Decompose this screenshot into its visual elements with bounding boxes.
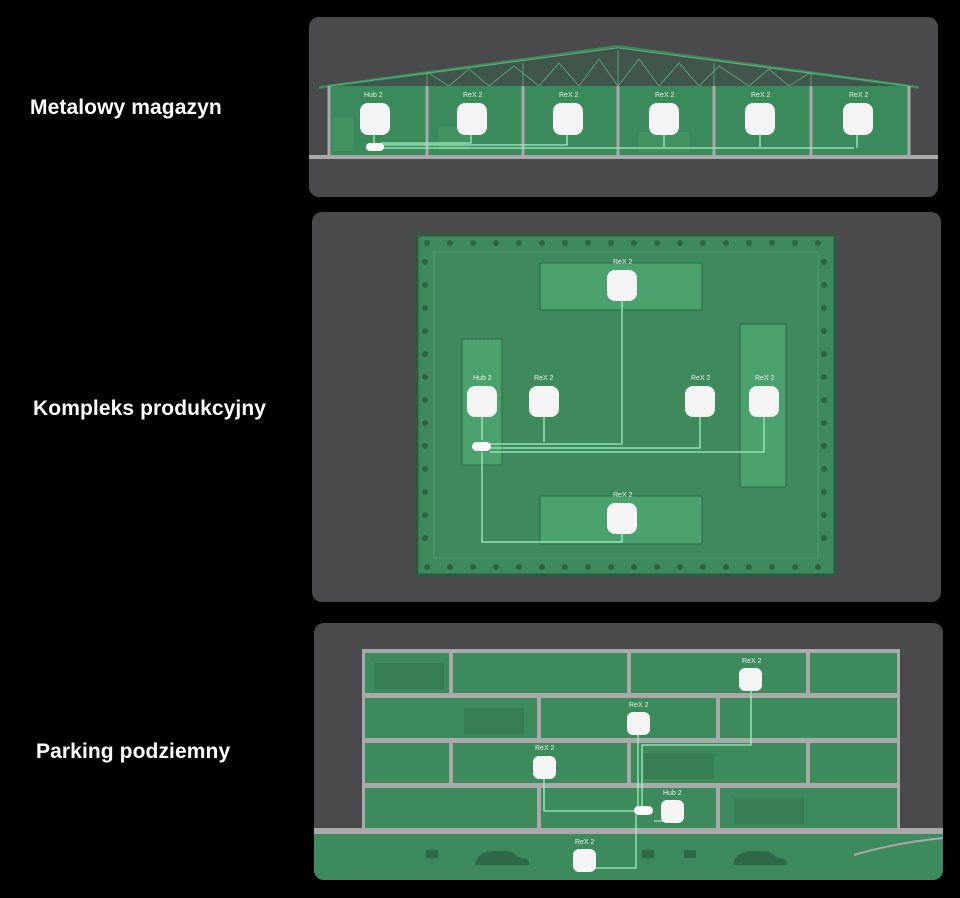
parking-structure bbox=[362, 649, 900, 831]
device-label: ReX 2 bbox=[629, 702, 649, 709]
complex-hub-module bbox=[472, 442, 491, 451]
device-label: ReX 2 bbox=[613, 259, 633, 266]
complex-device-rex-bottom: ReX 2 bbox=[607, 492, 637, 534]
device-label: ReX 2 bbox=[742, 658, 762, 665]
warehouse-device-2: ReX 2 bbox=[457, 92, 487, 135]
warehouse-device-1: Hub 2 bbox=[360, 92, 390, 135]
complex-device-rex-3: ReX 2 bbox=[685, 375, 715, 417]
parking-device-5: ReX 2 bbox=[573, 839, 596, 872]
device-label: Hub 2 bbox=[473, 375, 492, 382]
device-label: ReX 2 bbox=[559, 92, 579, 99]
device-label: ReX 2 bbox=[655, 92, 675, 99]
warehouse-floor bbox=[309, 155, 938, 159]
parking-device-1: ReX 2 bbox=[739, 658, 762, 691]
device-label: ReX 2 bbox=[535, 745, 555, 752]
device-label: ReX 2 bbox=[691, 375, 711, 382]
device-label: ReX 2 bbox=[463, 92, 483, 99]
complex-device-hub: Hub 2 bbox=[467, 375, 497, 417]
production-complex-diagram: ReX 2 Hub 2 ReX 2 ReX 2 ReX 2 ReX 2 bbox=[312, 212, 941, 602]
complex-devices: ReX 2 Hub 2 ReX 2 ReX 2 ReX 2 ReX 2 bbox=[467, 259, 779, 534]
complex-svg: ReX 2 Hub 2 ReX 2 ReX 2 ReX 2 ReX 2 bbox=[415, 233, 837, 577]
parking-svg: ReX 2 ReX 2 ReX 2 Hub 2 ReX 2 bbox=[314, 649, 943, 880]
underground-parking-diagram: ReX 2 ReX 2 ReX 2 Hub 2 ReX 2 bbox=[314, 623, 943, 880]
device-label: ReX 2 bbox=[755, 375, 775, 382]
complex-links bbox=[481, 300, 765, 543]
parking-ground bbox=[314, 828, 943, 834]
parking-hub-module bbox=[634, 806, 653, 815]
device-label: ReX 2 bbox=[751, 92, 771, 99]
complex-device-rex-2: ReX 2 bbox=[529, 375, 559, 417]
device-label: Hub 2 bbox=[364, 92, 383, 99]
complex-device-rex-4: ReX 2 bbox=[749, 375, 779, 417]
warehouse-devices: Hub 2 ReX 2 ReX 2 ReX 2 ReX 2 ReX 2 bbox=[360, 92, 873, 135]
complex-device-rex-top: ReX 2 bbox=[607, 259, 637, 301]
warehouse-device-4: ReX 2 bbox=[649, 92, 679, 135]
parking-device-3: ReX 2 bbox=[533, 745, 556, 779]
device-label: ReX 2 bbox=[575, 839, 595, 846]
device-label: Hub 2 bbox=[663, 790, 682, 797]
parking-device-hub: Hub 2 bbox=[661, 790, 684, 823]
warehouse-device-3: ReX 2 bbox=[553, 92, 583, 135]
device-label: ReX 2 bbox=[849, 92, 869, 99]
label-production-complex: Kompleks produkcyjny bbox=[33, 397, 267, 420]
metal-warehouse-diagram: Hub 2 ReX 2 ReX 2 ReX 2 ReX 2 ReX 2 bbox=[309, 17, 938, 197]
device-label: ReX 2 bbox=[534, 375, 554, 382]
label-underground-parking: Parking podziemny bbox=[36, 740, 231, 763]
warehouse-device-6: ReX 2 bbox=[843, 92, 873, 135]
warehouse-roof bbox=[319, 45, 919, 89]
warehouse-svg: Hub 2 ReX 2 ReX 2 ReX 2 ReX 2 ReX 2 bbox=[309, 45, 938, 159]
device-label: ReX 2 bbox=[613, 492, 633, 499]
complex-perimeter-posts bbox=[422, 240, 827, 570]
parking-devices: ReX 2 ReX 2 ReX 2 Hub 2 ReX 2 bbox=[533, 658, 762, 872]
parking-cars bbox=[426, 850, 787, 865]
warehouse-device-5: ReX 2 bbox=[745, 92, 775, 135]
label-metal-warehouse: Metalowy magazyn bbox=[30, 96, 222, 119]
parking-street bbox=[314, 834, 943, 880]
warehouse-hub-module bbox=[366, 143, 384, 151]
parking-device-2: ReX 2 bbox=[627, 702, 650, 735]
